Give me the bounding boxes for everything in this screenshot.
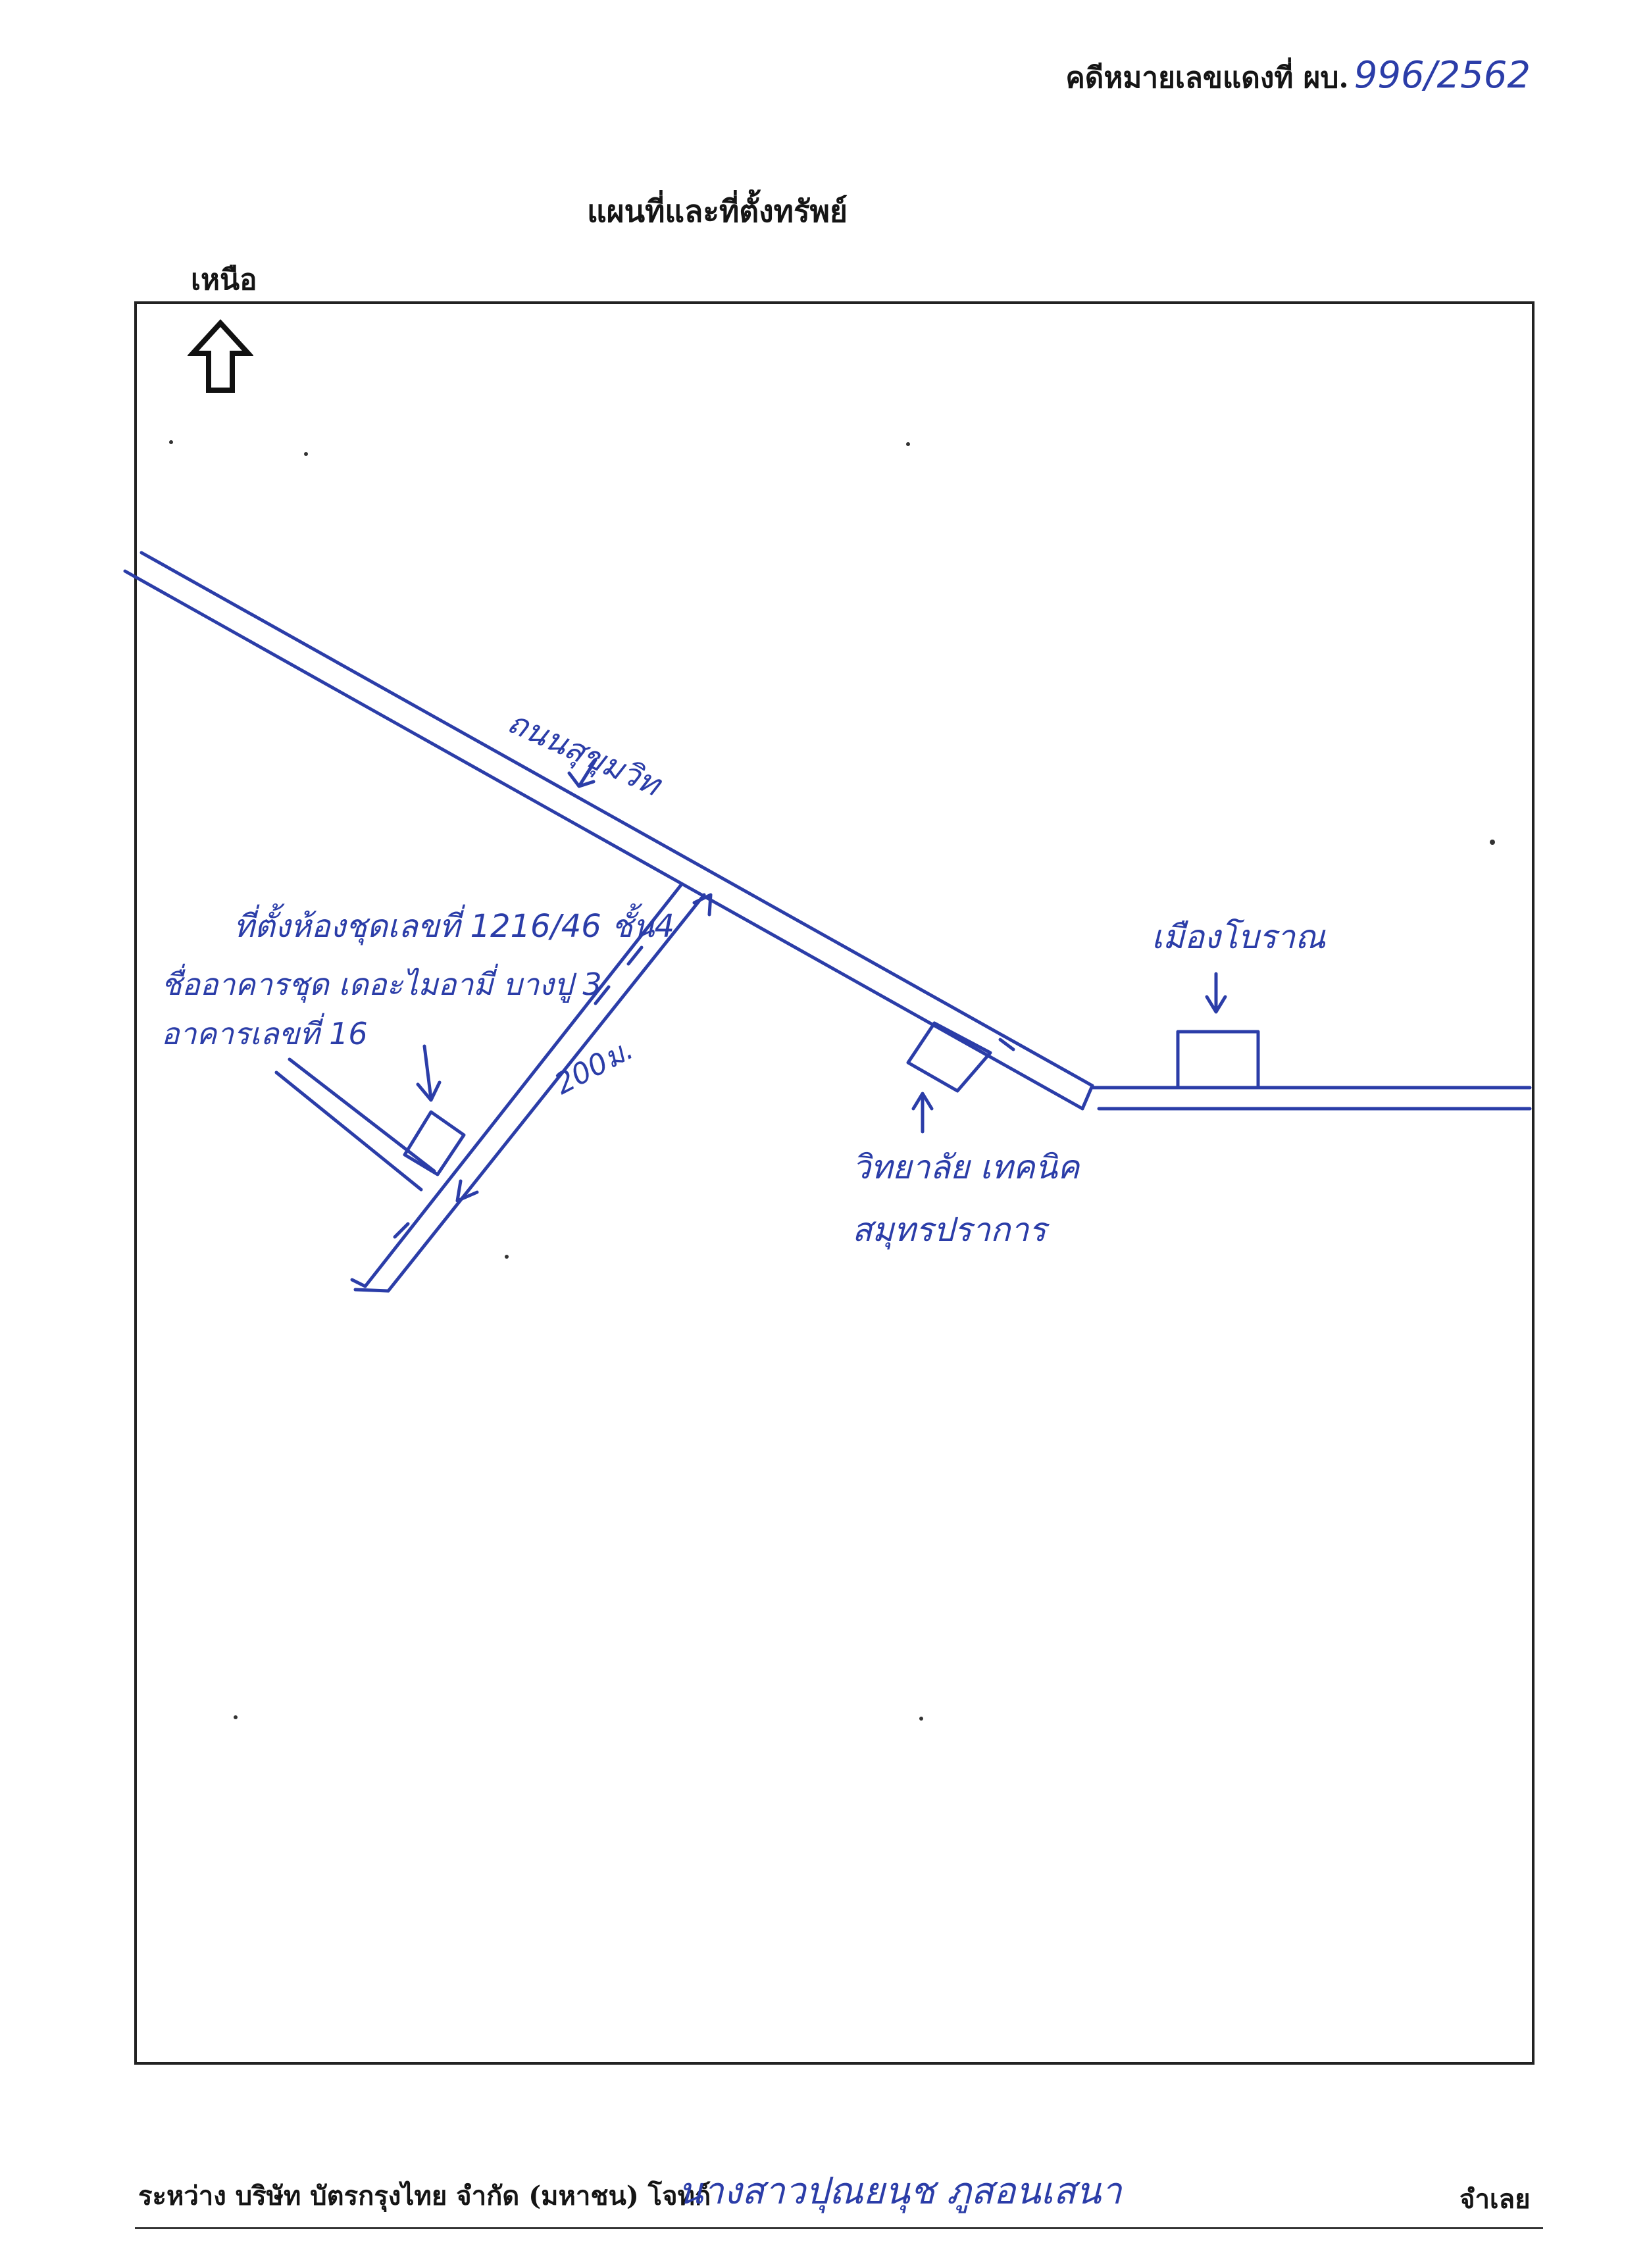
east-road: [1090, 1086, 1532, 1111]
college-pointer-arrow: [911, 1092, 934, 1134]
defendant-name: นางสาวปุณยนุช ภูสอนเสนา: [678, 2170, 1122, 2213]
ancient-city-building: [1176, 1030, 1260, 1088]
side-road: [350, 883, 706, 1293]
condo-label-line1: ที่ตั้งห้องชุดเลขที่ 1216/46 ชั้น4: [234, 908, 675, 945]
footer-parties: ระหว่าง บริษัท บัตรกรุงไทย จำกัด (มหาชน)…: [138, 2180, 711, 2211]
north-label: เหนือ: [191, 263, 257, 297]
sukhumvit-road: [123, 551, 1094, 1111]
case-number-line: คดีหมายเลขแดงที่ ผบ.996/2562: [1065, 54, 1531, 101]
page-title: แผนที่และที่ตั้งทรัพย์: [587, 193, 848, 229]
college-label-line1: วิทยาลัย เทคนิค: [852, 1148, 1080, 1186]
ancient-city-label: เมืองโบราณ: [1152, 918, 1326, 956]
footer-rule: [135, 2227, 1543, 2229]
condo-pointer-arrow: [416, 1044, 442, 1102]
north-arrow-icon: [188, 319, 253, 393]
college-label-line2: สมุทรปราการ: [852, 1211, 1047, 1249]
college-building: [906, 1021, 992, 1093]
distance-arrow-up: [692, 893, 713, 917]
case-number-label: คดีหมายเลขแดงที่ ผบ.: [1065, 61, 1349, 95]
branch-lane: [274, 1057, 436, 1192]
road-label-arrow: [567, 758, 597, 788]
map-frame: [134, 301, 1535, 2065]
condo-label-line2: ชื่ออาคารชุด เดอะไมอามี่ บางปู 3: [161, 967, 602, 1002]
road-ticks: [393, 945, 1134, 1239]
case-number-value: 996/2562: [1354, 54, 1531, 97]
condo-building: [403, 1110, 466, 1176]
condo-label-line3: อาคารเลขที่ 16: [161, 1016, 368, 1051]
distance-arrow-down: [455, 1179, 479, 1203]
defendant-label: จำเลย: [1459, 2184, 1531, 2215]
ancient-city-pointer-arrow: [1205, 972, 1227, 1014]
